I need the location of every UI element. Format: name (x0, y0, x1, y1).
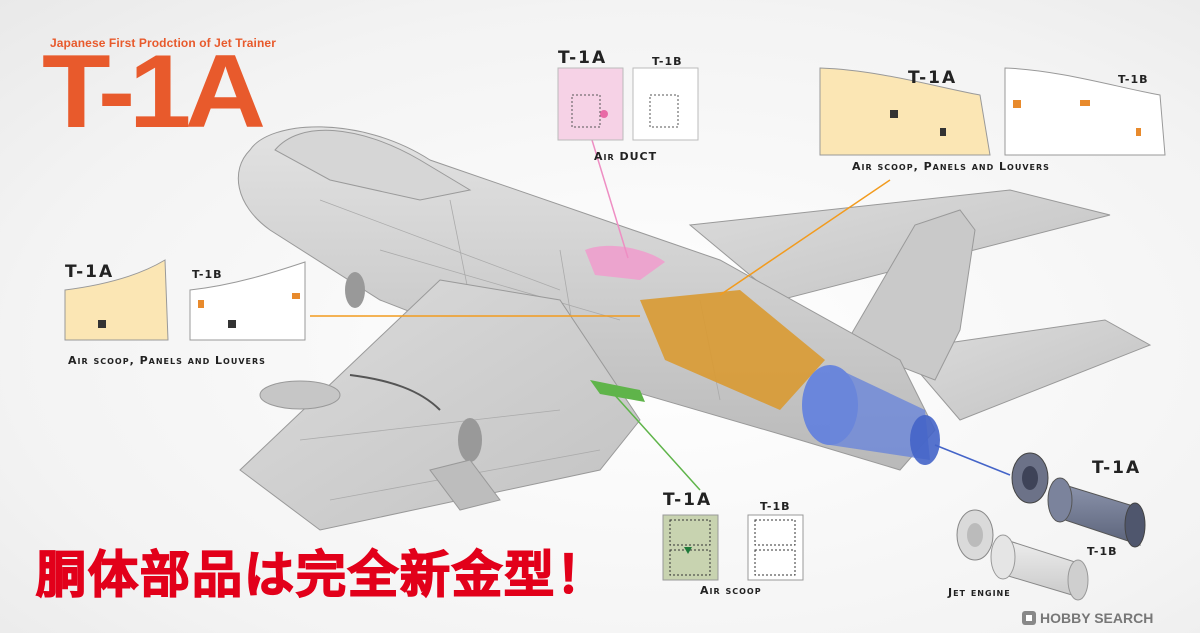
air-duct-panels (557, 67, 699, 141)
air-scoop-right-panels (819, 67, 1166, 156)
leader-air-duct (591, 139, 629, 259)
air-duct-label-a: T-1A (558, 48, 608, 68)
air-scoop-left-label-b: T-1B (192, 268, 223, 281)
jet-engine-label-b: T-1B (1087, 545, 1118, 558)
leader-engine (934, 444, 1011, 476)
air-scoop-right-caption: Air scoop, Panels and Louvers (852, 160, 1050, 173)
air-scoop-bottom-label-b: T-1B (760, 500, 791, 513)
air-scoop-bottom-label-a: T-1A (663, 490, 713, 510)
landing-gear (345, 272, 501, 511)
air-scoop-right-label-b: T-1B (1118, 73, 1149, 86)
air-scoop-highlight (590, 380, 645, 402)
page-title: T-1A (42, 34, 266, 150)
air-scoop-bottom-caption: Air scoop (700, 584, 762, 597)
air-duct-highlight (585, 245, 665, 280)
jet-engine-parts (956, 452, 1146, 601)
leader-scoop-right (719, 179, 891, 296)
horizontal-stabilizer-right (899, 319, 1152, 421)
watermark-icon (1022, 611, 1036, 625)
air-scoop-right-label-a: T-1A (908, 68, 958, 88)
watermark: HOBBY SEARCH (1040, 610, 1154, 626)
leader-scoop-bottom (611, 391, 701, 491)
air-scoop-left-label-a: T-1A (65, 262, 115, 282)
air-duct-caption: Air DUCT (594, 150, 658, 163)
fuselage-panel-highlight (640, 290, 825, 410)
air-scoop-left-panels (64, 259, 306, 341)
jet-engine-caption: Jet engine (948, 586, 1011, 599)
tailpipe-highlight (802, 365, 940, 465)
air-scoop-left-caption: Air scoop, Panels and Louvers (68, 354, 266, 367)
jet-engine-label-a: T-1A (1092, 458, 1142, 478)
left-wing (239, 279, 641, 531)
air-scoop-bottom-panels (662, 514, 804, 581)
drop-tank (259, 380, 341, 410)
vertical-tail (844, 209, 976, 381)
air-duct-label-b: T-1B (652, 55, 683, 68)
subtitle: Japanese First Prodction of Jet Trainer (50, 36, 276, 50)
promo-banner: 胴体部品は完全新金型！ (35, 545, 608, 605)
